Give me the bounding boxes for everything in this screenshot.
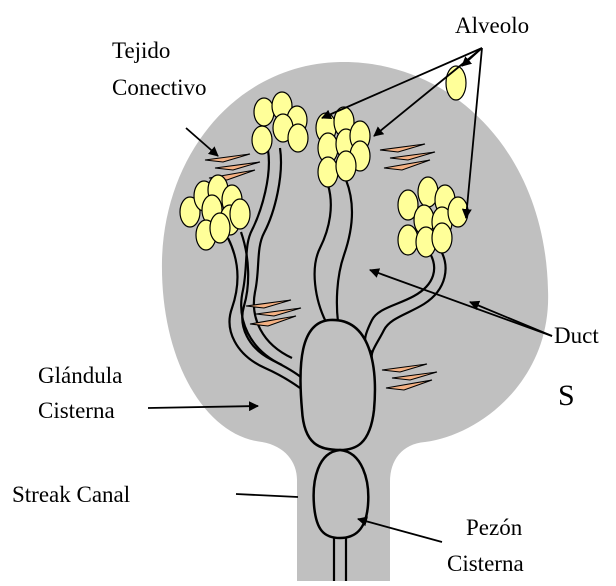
label-tejido-line2: Conectivo: [112, 75, 207, 100]
label-duct: Duct: [554, 323, 599, 348]
label-alveolo: Alveolo: [455, 13, 529, 38]
label-glandula-line2: Cisterna: [38, 398, 115, 423]
label-streak-canal: Streak Canal: [12, 482, 130, 507]
single-alveolus: [446, 66, 466, 100]
label-glandula-line1: Glándula: [38, 363, 122, 388]
label-s: S: [558, 379, 575, 412]
teat-cistern: [314, 450, 369, 538]
label-pezon-line2: Cisterna: [447, 551, 524, 576]
label-pezon-line1: Pezón: [466, 515, 523, 540]
gland-cistern: [300, 320, 374, 450]
label-tejido-line1: Tejido: [112, 38, 170, 63]
